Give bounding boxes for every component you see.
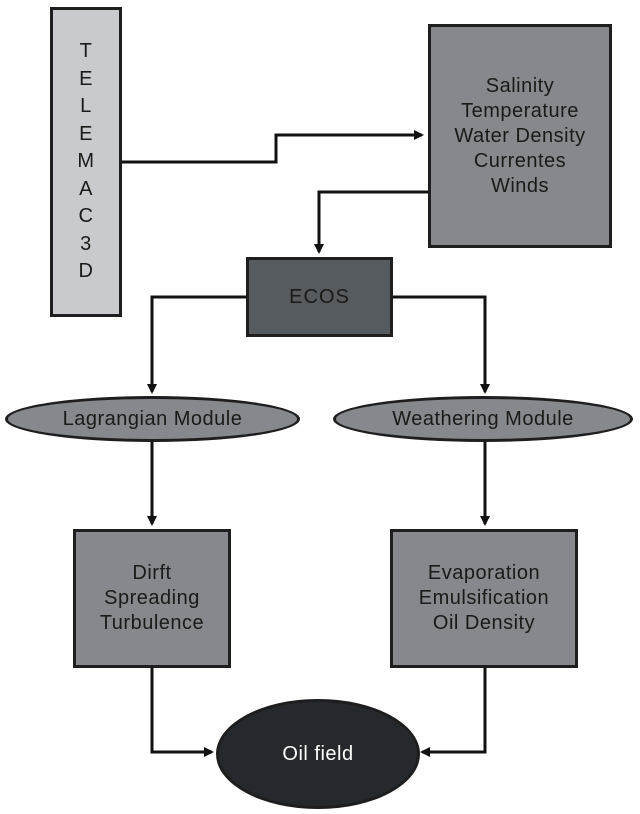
drift-line: Spreading [104,587,200,609]
telemac3d-letter: L [80,95,92,118]
arrow-ecos-to-weathering [391,295,490,394]
evaporation-line: Evaporation [427,562,541,584]
ecos-label: ECOS [289,285,350,308]
lagrangian-module-oval: Lagrangian Module [5,396,300,442]
telemac3d-letter: E [79,67,93,90]
drift-line: Dirft [132,562,172,584]
parameters-line: Temperature [461,99,579,122]
arrow-params-to-ecos [314,190,430,254]
telemac3d-letter: T [79,40,93,63]
arrow-evap-to-oilfield [420,668,487,757]
arrow-telemac-to-params [120,130,424,164]
arrow-ecos-to-lagrangian [147,295,248,394]
oil-field-oval: Oil field [216,699,420,809]
lagrangian-module-label: Lagrangian Module [62,407,243,430]
evaporation-box: Evaporation Emulsification Oil Density [390,529,578,668]
arrow-drift-to-oilfield [150,668,214,757]
parameters-box: Salinity Temperature Water Density Curre… [428,24,612,248]
parameters-line: Currentes [473,149,567,172]
evaporation-line: Emulsification [418,587,550,609]
evaporation-line: Oil Density [432,612,536,634]
oil-field-label: Oil field [282,742,354,765]
telemac3d-letter: D [78,260,94,283]
telemac3d-letter: E [79,122,93,145]
telemac3d-letter: A [79,177,93,200]
drift-line: Turbulence [99,612,205,634]
telemac3d-letter: C [78,205,94,228]
telemac3d-letter: M [77,150,95,173]
parameters-line: Salinity [485,74,555,97]
telemac3d-letter: 3 [80,232,92,255]
parameters-line: Winds [490,174,550,197]
weathering-module-oval: Weathering Module [333,396,633,442]
drift-box: Dirft Spreading Turbulence [73,529,231,668]
weathering-module-label: Weathering Module [392,407,574,430]
parameters-line: Water Density [454,124,586,147]
ecos-box: ECOS [246,257,393,337]
